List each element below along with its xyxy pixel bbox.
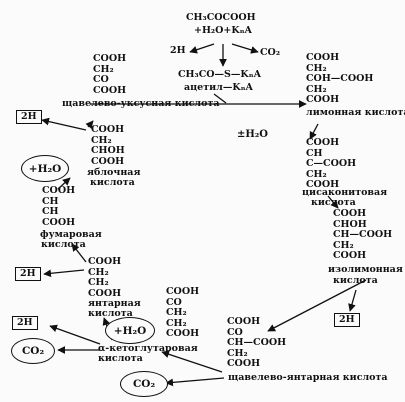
cis-aconitate-formula: COOH CH C—COOH CH₂ COOH	[306, 137, 357, 191]
fumarate-formula: COOH CH CH COOH	[42, 185, 76, 228]
succinate-label-2: кислота	[88, 308, 133, 319]
arrow-oxalosuccinate-co2	[165, 377, 225, 387]
fumarate-label-2: кислота	[41, 239, 86, 250]
two-h-box-akg: 2H	[12, 316, 38, 330]
arrow-cisaconitate-isocitrate	[327, 195, 339, 209]
isocitrate-formula: COOH CHOH CH—COOH CH₂ COOH	[333, 208, 393, 262]
arrow-isocitrate-oxalosuccinate	[267, 279, 367, 332]
water-oval-fumarate: +H₂O	[21, 155, 69, 182]
two-h-box-isocitrate: 2H	[334, 313, 360, 327]
water-oval-akg: +H₂O	[105, 317, 155, 344]
arrow-pyruvate-co2	[231, 43, 259, 54]
arrow-akg-2h	[49, 324, 101, 345]
pyruvate-formula: CH₃COCOOH	[186, 12, 256, 23]
isocitrate-label-1: изолимонная	[328, 264, 403, 275]
cis-aconitate-label-1: цисаконитовая	[302, 187, 388, 198]
citrate-formula: COOH CH₂ COH—COOH CH₂ COOH	[306, 52, 374, 106]
arrow-pyruvate-2h	[189, 43, 215, 54]
arrow-isocitrate-2h	[348, 289, 357, 312]
succinate-label-1: янтарная	[88, 298, 141, 309]
cis-aconitate-label-2: кислота	[311, 197, 356, 208]
arrow-oxalosuccinate-akg	[161, 350, 223, 373]
top-2h-label: 2H	[170, 45, 186, 56]
two-h-box-succinate: 2H	[15, 267, 41, 281]
center-water-label: ±H₂O	[237, 129, 268, 140]
isocitrate-label-2: кислота	[333, 275, 378, 286]
arrow-citrate-cisaconitate	[309, 123, 319, 140]
two-h-box-malate: 2H	[16, 110, 42, 124]
malate-label-2: кислота	[90, 177, 135, 188]
arrow-succinate-fumarate	[71, 243, 87, 263]
citrate-label: лимонная кислота	[306, 107, 405, 118]
alpha-ketoglutarate-label-1: α-кетоглутаровая	[98, 343, 198, 354]
arrow-malate-oxaloacetate	[85, 120, 94, 129]
acetyl-name: ацетил—KₙA	[184, 82, 253, 93]
acetyl-formula: CH₃CO—S—KₙA	[178, 69, 261, 80]
alpha-ketoglutarate-formula: COOH CO CH₂ CH₂ COOH	[166, 286, 200, 340]
arrow-succinate-2h	[43, 269, 85, 278]
oxalosuccinate-label: щавелево-янтарная кислота	[228, 372, 388, 383]
fumarate-label-1: фумаровая	[40, 229, 102, 240]
alpha-ketoglutarate-label-2: кислота	[98, 353, 143, 364]
top-co2-label: CO₂	[260, 47, 280, 58]
malate-formula: COOH CH₂ CHOH COOH	[91, 124, 125, 167]
oxalosuccinate-formula: COOH CO CH—COOH CH₂ COOH	[227, 316, 287, 370]
oxaloacetate-label: щавелево-уксусная кислота	[62, 98, 220, 109]
co2-oval-akg: CO₂	[11, 338, 55, 364]
arrow-malate-2h	[41, 117, 87, 131]
succinate-formula: COOH CH₂ CH₂ COOH	[88, 256, 122, 299]
oxaloacetate-formula: COOH CH₂ CO COOH	[93, 53, 127, 96]
malate-label-1: яблочная	[87, 167, 141, 178]
co2-oval-oxalosuccinate: CO₂	[120, 371, 168, 397]
arrow-acetyl-join	[213, 93, 227, 104]
pyruvate-reagents: +H₂O+KₙA	[194, 25, 252, 36]
arrow-fumarate-malate	[57, 177, 71, 190]
